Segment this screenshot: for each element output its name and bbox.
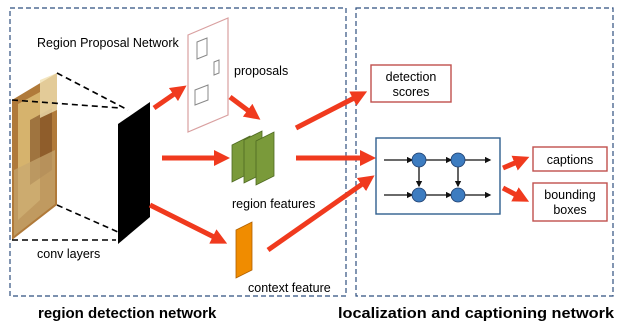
projection-lines [11,72,129,241]
arrow-rnn-to-captions [502,155,530,171]
arrow-proposals-to-features [228,95,261,120]
arrow-rnn-to-boxes [501,185,530,202]
data-flow-arrows [148,85,530,253]
rnn-node [411,152,427,168]
captions-box [532,146,608,172]
arrow-context-to-rnn [266,175,375,253]
rnn-box [375,137,501,215]
label-context-feature: context feature [248,281,331,295]
label-captions: captions [547,153,594,167]
proposals-panel [187,17,229,133]
context-feature-block [235,221,253,279]
label-detection: detection [386,70,437,84]
rnn-node [411,187,427,203]
detection-scores-box [370,64,452,103]
label-boxes: boxes [553,203,586,217]
arrow-conv-to-proposals [152,85,187,111]
label-bounding: bounding [544,188,595,202]
panel-title-localization-captioning: localization and captioning network [338,305,615,322]
region-detection-panel [9,7,347,297]
rnn-node [450,152,466,168]
conv-feature-map [118,102,150,244]
arrow-conv-to-context [148,202,228,244]
arrow-to-detection-scores [294,91,368,131]
rnn-node [450,187,466,203]
rnn-arrows [384,156,492,199]
label-scores: scores [393,85,430,99]
region-features-stack [231,130,275,186]
label-region-features: region features [232,197,315,211]
bounding-boxes-box [532,182,608,222]
input-image [12,73,57,240]
localization-captioning-panel [355,7,614,297]
label-region-proposal-network: Region Proposal Network [37,36,179,50]
panel-title-region-detection: region detection network [38,305,217,322]
rnn-nodes [411,152,466,203]
label-conv-layers: conv layers [37,247,100,261]
label-proposals: proposals [234,64,288,78]
